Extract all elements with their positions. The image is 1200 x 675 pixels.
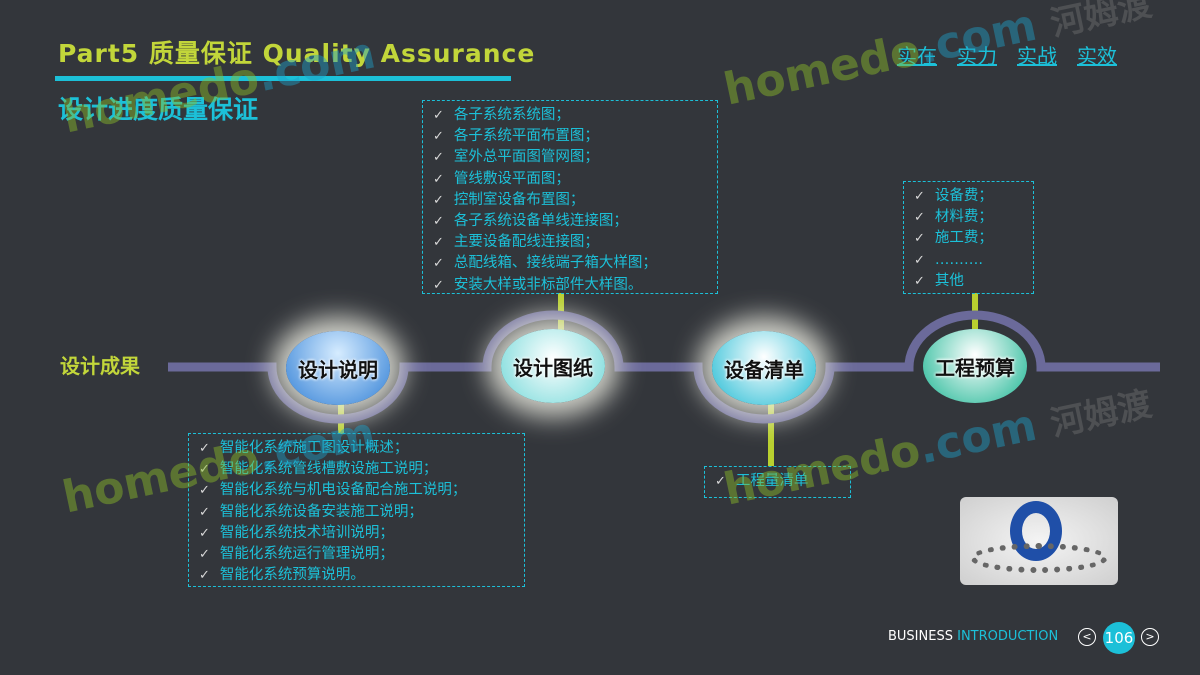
prev-page-icon[interactable]: < (1078, 628, 1096, 646)
tagline-item: 实战 (1017, 44, 1057, 68)
list-item: 智能化系统预算说明。 (199, 565, 514, 586)
section-subtitle: 设计进度质量保证 (58, 95, 259, 124)
budget-box: 设备费；材料费；施工费；……….其他 (903, 181, 1034, 294)
list-item: 智能化系统技术培训说明； (199, 523, 514, 544)
tagline-item: 实力 (957, 44, 997, 68)
title-underline (55, 76, 511, 81)
list-item: 材料费； (914, 207, 1023, 228)
list-item: 各子系统系统图； (433, 105, 707, 126)
equipment-box: 工程量清单 (704, 466, 851, 498)
list-item: 智能化系统施工图设计概述； (199, 438, 514, 459)
connector (768, 402, 774, 466)
list-item: 智能化系统与机电设备配合施工说明； (199, 480, 514, 501)
description-box: 智能化系统施工图设计概述；智能化系统管线槽敷设施工说明；智能化系统与机电设备配合… (188, 433, 525, 587)
node-design-description: 设计说明 (286, 331, 390, 405)
page-number: 106 (1103, 622, 1135, 654)
tagline-item: 实在 (897, 44, 937, 68)
list-item: 主要设备配线连接图； (433, 232, 707, 253)
list-item: 智能化系统运行管理说明； (199, 544, 514, 565)
footer-introduction: INTRODUCTION (957, 629, 1059, 644)
list-item: 各子系统设备单线连接图； (433, 211, 707, 232)
list-item: 其他 (914, 271, 1023, 292)
node-budget: 工程预算 (923, 329, 1027, 403)
list-item: 管线敷设平面图； (433, 169, 707, 190)
node-design-drawings: 设计图纸 (501, 329, 605, 403)
list-item: ………. (914, 250, 1023, 271)
people-circle-icon (970, 543, 1108, 573)
next-page-icon[interactable]: > (1141, 628, 1159, 646)
footer-label: BUSINESS INTRODUCTION (888, 629, 1058, 644)
list-item: 设备费； (914, 186, 1023, 207)
list-item: 各子系统平面布置图； (433, 126, 707, 147)
drawings-box: 各子系统系统图；各子系统平面布置图；室外总平面图管网图；管线敷设平面图；控制室设… (422, 100, 718, 294)
list-item: 智能化系统设备安装施工说明； (199, 502, 514, 523)
list-item: 控制室设备布置图； (433, 190, 707, 211)
tagline-item: 实效 (1077, 44, 1117, 68)
list-item: 工程量清单 (715, 471, 840, 492)
footer-business: BUSINESS (888, 629, 953, 644)
list-item: 安装大样或非标部件大样图。 (433, 275, 707, 296)
list-item: 总配线箱、接线端子箱大样图； (433, 253, 707, 274)
timeline-label: 设计成果 (60, 354, 140, 378)
list-item: 室外总平面图管网图； (433, 147, 707, 168)
node-equipment-list: 设备清单 (712, 331, 816, 405)
quality-q-image (960, 497, 1118, 585)
list-item: 施工费； (914, 228, 1023, 249)
tagline: 实在 实力 实战 实效 (897, 40, 1117, 69)
list-item: 智能化系统管线槽敷设施工说明； (199, 459, 514, 480)
page-title: Part5 质量保证 Quality Assurance (58, 39, 536, 68)
